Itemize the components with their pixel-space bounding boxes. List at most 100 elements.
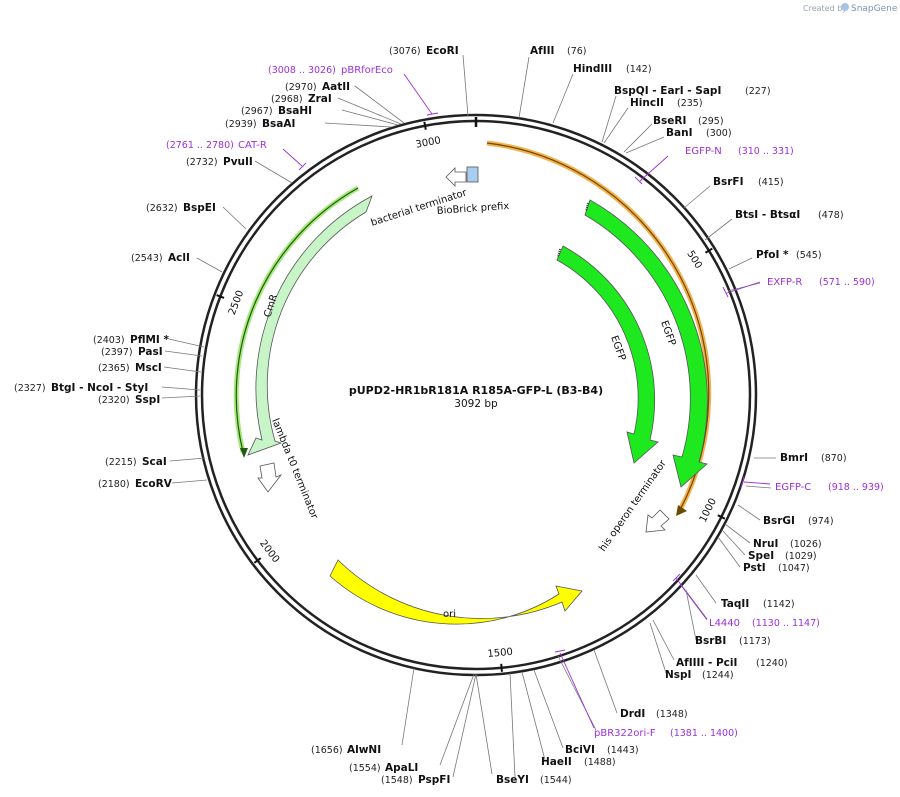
egfp-outer-hatch — [585, 202, 589, 212]
primer-name[interactable]: EXFP-R — [767, 277, 802, 288]
enzyme-pos: (1554) — [349, 763, 381, 774]
enzyme-name[interactable]: AlwNI — [347, 744, 381, 756]
enzyme-pos: (76) — [567, 46, 587, 57]
primer-name[interactable]: L4440 — [709, 618, 740, 629]
enzyme-name[interactable]: HincII — [630, 97, 664, 109]
egfp-outer-label: EGFP — [658, 319, 677, 347]
enzyme-name[interactable]: BspEI — [183, 202, 216, 214]
enzyme-name[interactable]: HaeII — [541, 756, 572, 768]
primer-name[interactable]: EGFP-N — [685, 146, 722, 157]
enzyme-name[interactable]: HindIII — [573, 63, 612, 75]
enzyme-name[interactable]: EcoRI — [426, 45, 459, 57]
tick-label: 1000 — [698, 497, 719, 525]
enzyme-pos: (2365) — [98, 363, 130, 374]
lambda-terminator-label: lambda t0 terminator — [269, 417, 320, 521]
enzyme-name[interactable]: AclI — [168, 252, 190, 264]
his-terminator-label: his operon terminator — [597, 458, 669, 554]
egfp-outer-arrow[interactable] — [584, 199, 708, 488]
enzyme-pos: (142) — [626, 64, 652, 75]
enzyme-pos: (2320) — [98, 395, 130, 406]
enzyme-name[interactable]: ScaI — [142, 456, 167, 468]
enzyme-pos: (1240) — [756, 658, 788, 669]
primer-range: (571 .. 590) — [819, 277, 875, 288]
enzyme-name[interactable]: ZraI — [308, 93, 332, 105]
enzyme-pos: (1348) — [656, 709, 688, 720]
enzyme-name[interactable]: BciVI — [565, 744, 595, 756]
enzyme-name[interactable]: BsaHI — [278, 105, 312, 117]
enzyme-pos: (1544) — [540, 775, 572, 786]
enzyme-name[interactable]: AfIIII - PciI — [676, 657, 737, 669]
cmr-band-core — [235, 187, 359, 453]
enzyme-name[interactable]: PasI — [138, 346, 163, 358]
enzyme-name[interactable]: BmrI — [780, 452, 808, 464]
enzyme-name[interactable]: BsrFI — [713, 176, 744, 188]
plasmid-name: pUPD2-HR1bR181A R185A-GFP-L (B3-B4) — [349, 384, 603, 397]
enzyme-pos: (1443) — [607, 745, 639, 756]
enzyme-pos: (2967) — [241, 106, 273, 117]
enzyme-name[interactable]: BtgI - NcoI - StyI — [51, 382, 148, 394]
enzyme-name[interactable]: PflMI * — [130, 334, 169, 346]
created-by-text: Created by — [803, 4, 847, 13]
tick-mark — [500, 663, 503, 672]
enzyme-name[interactable]: ApaLI — [385, 762, 418, 774]
bacterial-terminator-arrow[interactable] — [445, 167, 467, 187]
enzyme-name[interactable]: PstI — [743, 562, 766, 574]
enzyme-name[interactable]: DrdI — [620, 708, 645, 720]
primer-name[interactable]: EGFP-C — [775, 482, 811, 493]
primer-labels: (3008 .. 3026) pBRforEco (2761 .. 2780) … — [166, 65, 884, 739]
enzyme-pos: (478) — [818, 210, 844, 221]
enzyme-pos: (2939) — [225, 119, 257, 130]
cmr-arrow[interactable] — [247, 195, 373, 456]
enzyme-name[interactable]: SspI — [135, 394, 160, 406]
enzyme-name[interactable]: BanI — [666, 127, 692, 139]
enzyme-name[interactable]: NruI — [753, 538, 778, 550]
enzyme-name[interactable]: BsaAI — [262, 118, 295, 130]
enzyme-pos: (2397) — [101, 347, 133, 358]
enzyme-pos: (2403) — [93, 335, 125, 346]
primer-name[interactable]: pBR322ori-F — [594, 728, 656, 739]
enzyme-name[interactable]: SpeI — [748, 550, 774, 562]
enzyme-name[interactable]: NspI — [665, 669, 691, 681]
lambda-terminator-arrow[interactable] — [257, 462, 283, 493]
enzyme-pos: (227) — [745, 86, 771, 97]
enzyme-pos: (2732) — [186, 157, 218, 168]
ori-arrow[interactable] — [329, 559, 583, 625]
enzyme-pos: (545) — [796, 250, 822, 261]
enzyme-pos: (235) — [677, 98, 703, 109]
primer-name[interactable]: CAT-R — [238, 140, 267, 151]
enzyme-name[interactable]: BseYI — [496, 774, 529, 786]
primer-range: (2761 .. 2780) — [166, 140, 234, 151]
enzyme-name[interactable]: AfIII — [530, 45, 554, 57]
primer-name[interactable]: pBRforEco — [341, 65, 393, 76]
enzyme-name[interactable]: BtsI - BtsαI — [735, 209, 800, 221]
enzyme-name[interactable]: PspFI — [418, 774, 450, 786]
tick-mark — [253, 557, 262, 564]
enzyme-name[interactable]: BsrGI — [763, 515, 795, 527]
enzyme-name[interactable]: EcoRV — [135, 478, 173, 490]
enzyme-name[interactable]: PvuII — [223, 156, 253, 168]
enzyme-name[interactable]: AatII — [322, 81, 350, 93]
enzyme-pos: (1029) — [785, 551, 817, 562]
enzyme-pos: (1173) — [739, 636, 771, 647]
tick-mark — [423, 121, 427, 130]
enzyme-name[interactable]: PfoI * — [756, 249, 789, 261]
his-terminator-arrow[interactable] — [645, 509, 670, 533]
enzyme-name[interactable]: TaqII — [721, 598, 749, 610]
biobrick-prefix-box[interactable] — [466, 166, 479, 183]
egfp-inner-label: EGFP — [608, 334, 627, 362]
enzyme-name[interactable]: BspQI - EarI - SapI — [614, 85, 721, 97]
enzyme-pos: (1142) — [763, 599, 795, 610]
enzyme-name[interactable]: BseRI — [653, 115, 686, 127]
enzyme-pos: (2180) — [98, 479, 130, 490]
enzyme-pos: (1656) — [311, 745, 343, 756]
tick-mark — [216, 294, 225, 299]
primer-range: (3008 .. 3026) — [268, 65, 336, 76]
enzyme-name[interactable]: MscI — [135, 362, 162, 374]
enzyme-pos: (300) — [706, 128, 732, 139]
enzyme-name[interactable]: BsrBI — [695, 635, 726, 647]
primer-range: (1381 .. 1400) — [670, 728, 738, 739]
egfp-inner-arrow[interactable] — [556, 245, 659, 464]
primer-range: (1130 .. 1147) — [752, 618, 820, 629]
tick-mark — [717, 514, 726, 520]
